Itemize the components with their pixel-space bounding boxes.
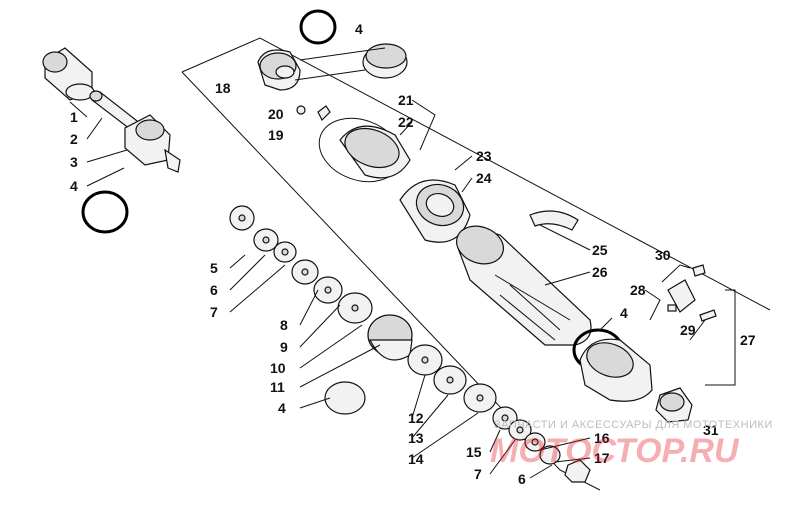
callout-28: 28 — [630, 282, 646, 298]
callout-4-right: 4 — [620, 305, 628, 321]
small-o-ring-20 — [296, 105, 306, 115]
callout-3: 3 — [70, 154, 78, 170]
reservoir-cap-part — [257, 49, 301, 91]
callout-25: 25 — [592, 242, 608, 258]
callout-23: 23 — [476, 148, 492, 164]
callout-27: 27 — [740, 332, 756, 348]
lower-body-part — [579, 338, 653, 402]
o-ring-top — [299, 9, 337, 45]
callout-30: 30 — [655, 247, 671, 263]
callout-1: 1 — [70, 109, 78, 125]
callout-13: 13 — [408, 430, 424, 446]
callout-18: 18 — [215, 80, 231, 96]
callout-9: 9 — [280, 339, 288, 355]
adjuster-nut-part — [399, 179, 471, 243]
watermark-logo: МОТОСТОР.RU — [490, 432, 740, 470]
callout-26: 26 — [592, 264, 608, 280]
callout-6-left: 6 — [210, 282, 218, 298]
callout-22: 22 — [398, 114, 414, 130]
callout-2: 2 — [70, 131, 78, 147]
damper-body-part — [456, 225, 592, 346]
rod-end-part — [124, 114, 181, 173]
callout-21: 21 — [398, 92, 414, 108]
callout-11: 11 — [270, 379, 285, 395]
callout-5: 5 — [210, 260, 218, 276]
o-ring-left — [81, 190, 129, 234]
callout-16: 16 — [594, 430, 610, 446]
callout-20: 20 — [268, 106, 284, 122]
spring-clip-part — [529, 210, 579, 231]
end-bushing-part — [655, 387, 693, 423]
assembly-frame-bottom — [181, 71, 601, 491]
schrader-valve-part — [667, 264, 717, 322]
assembly-frame-top — [181, 37, 771, 311]
callout-19: 19 — [268, 127, 284, 143]
piston-ring-21-22 — [318, 117, 411, 183]
callout-7-left: 7 — [210, 304, 218, 320]
callout-12: 12 — [408, 410, 424, 426]
callout-29: 29 — [680, 322, 696, 338]
callout-4-left: 4 — [70, 178, 78, 194]
valve-core-19 — [317, 105, 331, 122]
callout-4-lower: 4 — [278, 400, 286, 416]
shim-stack — [229, 205, 591, 483]
watermark-tagline: ЗАПЧАСТИ И АКСЕССУАРЫ ДЛЯ МОТОТЕХНИКИ — [494, 419, 773, 431]
eyelet-bushing-part — [42, 47, 95, 101]
callout-4-top: 4 — [355, 21, 363, 37]
callout-31: 31 — [703, 422, 719, 438]
callout-14: 14 — [408, 451, 424, 467]
callout-10: 10 — [270, 360, 286, 376]
callout-8: 8 — [280, 317, 288, 333]
callout-7-lower: 7 — [474, 466, 482, 482]
callout-15: 15 — [466, 444, 482, 460]
callout-6-lower: 6 — [518, 471, 526, 487]
callout-17: 17 — [594, 450, 610, 466]
wear-band-top — [362, 43, 408, 79]
callout-24: 24 — [476, 170, 492, 186]
